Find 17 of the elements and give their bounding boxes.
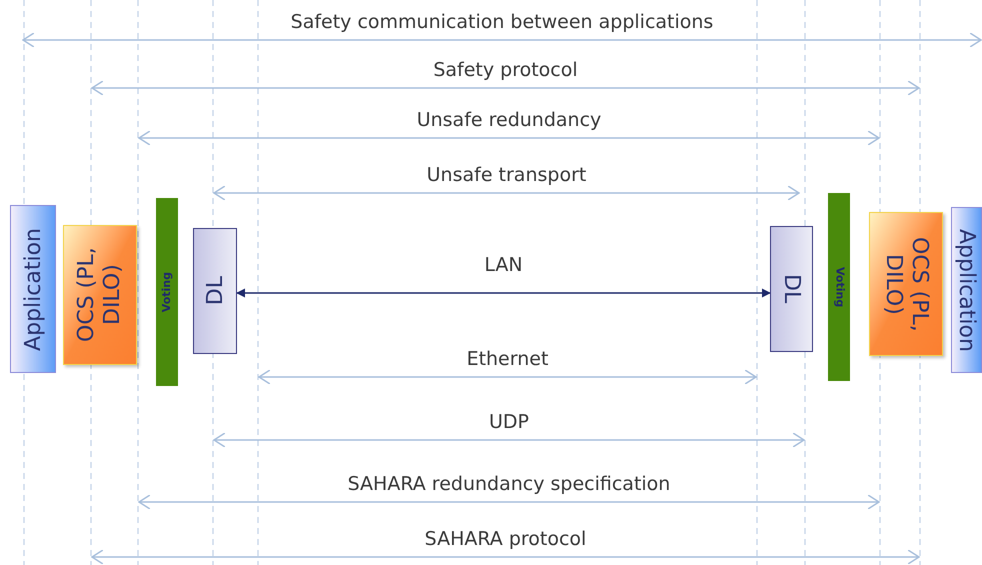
dl-box bbox=[193, 228, 237, 354]
application-box bbox=[10, 205, 56, 373]
node-label: Application bbox=[953, 228, 980, 352]
node-label: OCS (PL, DILO) bbox=[74, 246, 126, 344]
ocs-box bbox=[63, 225, 137, 365]
voting-bar bbox=[156, 198, 178, 386]
voting-bar bbox=[828, 193, 850, 381]
node-label: OCS (PL, DILO) bbox=[880, 236, 932, 334]
node-label: Application bbox=[20, 228, 46, 350]
ocs-box bbox=[869, 212, 943, 356]
node-label: DL bbox=[202, 276, 228, 306]
node-label: Voting bbox=[158, 272, 174, 312]
dl-box bbox=[770, 226, 813, 352]
application-box bbox=[951, 207, 982, 373]
arrow bbox=[236, 288, 771, 298]
node-label: DL bbox=[778, 274, 805, 304]
node-label: Voting bbox=[832, 266, 848, 308]
